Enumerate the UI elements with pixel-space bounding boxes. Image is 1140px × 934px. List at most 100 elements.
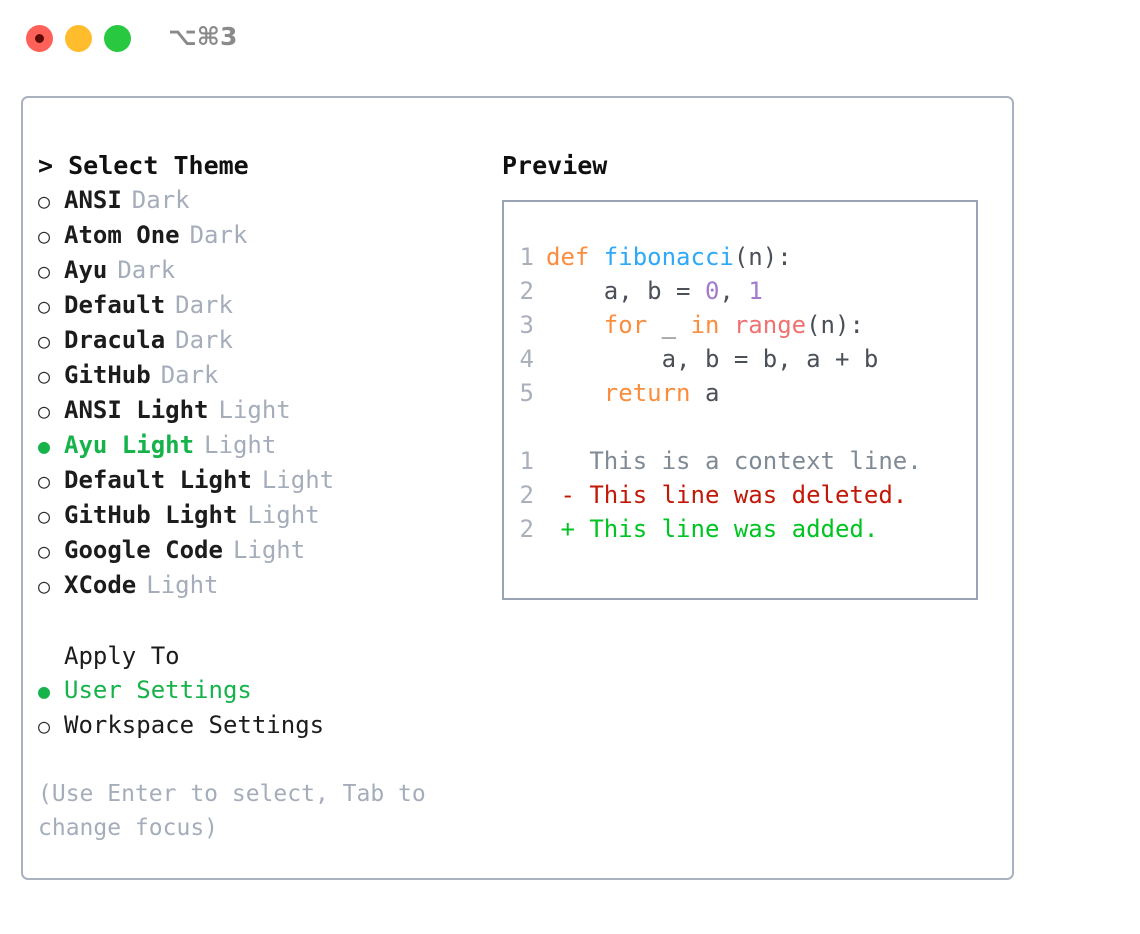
token-kw: for (546, 311, 662, 339)
radio-unselected-icon: ○ (38, 574, 51, 598)
apply-option-user-settings[interactable]: ●User Settings (38, 673, 488, 708)
token-fn: fibonacci (603, 243, 734, 271)
token-call: range (733, 311, 807, 339)
line-number: 3 (519, 311, 534, 339)
token-plain: (n): (733, 243, 792, 271)
theme-option-name: Default (64, 291, 166, 319)
apply-to-section: Apply To ●User Settings ○ Workspace Settin… (38, 639, 488, 743)
minimize-button[interactable] (65, 25, 92, 52)
radio-unselected-icon: ○ (38, 364, 51, 388)
token-kw: in (690, 311, 734, 339)
radio-unselected-icon: ○ (38, 469, 51, 493)
token-num: 0 (704, 277, 720, 305)
code-line: 5 return a (504, 376, 976, 410)
code-text: def fibonacci(n): (546, 240, 792, 274)
code-text: + This line was added. (546, 512, 878, 546)
token-plain: _ (661, 311, 691, 339)
line-number: 2 (519, 481, 534, 509)
apply-to-list[interactable]: ●User Settings ○ Workspace Settings (38, 673, 488, 743)
apply-option-label: Workspace Settings (64, 711, 325, 739)
token-plain: a, b = (546, 277, 705, 305)
radio-unselected-icon: ○ (38, 714, 51, 738)
close-button[interactable] (26, 25, 53, 52)
theme-option-name: Atom One (64, 221, 180, 249)
theme-option-atom-one[interactable]: ○ Atom One Dark (38, 218, 488, 253)
code-text: a, b = b, a + b (546, 342, 879, 376)
diff-line: 2 + This line was added. (504, 512, 976, 546)
apply-option-workspace-settings[interactable]: ○ Workspace Settings (38, 708, 488, 743)
code-text: return a (546, 376, 720, 410)
theme-option-kind: Light (261, 466, 335, 494)
code-text: - This line was deleted. (546, 478, 907, 512)
theme-option-default-light[interactable]: ○ Default Light Light (38, 463, 488, 498)
theme-option-name: GitHub Light (64, 501, 238, 529)
maximize-button[interactable] (104, 25, 131, 52)
theme-option-kind: Light (247, 501, 320, 529)
code-line: 1 def fibonacci(n): (504, 240, 976, 274)
token-add: + This line was added. (546, 515, 879, 543)
theme-option-kind: Dark (160, 361, 219, 389)
radio-unselected-icon: ○ (38, 539, 51, 563)
theme-option-kind: Light (218, 396, 291, 424)
theme-option-kind: Dark (189, 221, 248, 249)
theme-option-github[interactable]: ○ GitHub Dark (38, 358, 488, 393)
token-plain: (n): (806, 311, 864, 339)
theme-option-xcode[interactable]: ○ XCode Light (38, 568, 488, 603)
line-number: 1 (519, 243, 534, 271)
keyboard-shortcut-label: ⌥⌘3 (168, 22, 238, 51)
token-kw: return (546, 379, 705, 407)
title-bar: ⌥⌘3 (0, 0, 1140, 78)
radio-unselected-icon: ○ (38, 329, 51, 353)
theme-option-name: ANSI Light (64, 396, 209, 424)
theme-option-default[interactable]: ○ Default Dark (38, 288, 488, 323)
theme-option-name: Ayu Light (64, 431, 195, 459)
theme-option-name: XCode (64, 571, 137, 599)
token-kw: def (546, 243, 604, 271)
theme-option-name: Default Light (64, 466, 252, 494)
radio-unselected-icon: ○ (38, 259, 51, 283)
theme-option-kind: Dark (131, 186, 190, 214)
theme-option-name: GitHub (64, 361, 151, 389)
token-plain: a, b = b, a + b (546, 345, 879, 373)
code-text: a, b = 0, 1 (546, 274, 763, 308)
theme-option-kind: Light (146, 571, 219, 599)
apply-to-title: Apply To (64, 642, 180, 670)
theme-option-kind: Dark (175, 291, 233, 319)
keyboard-hint-text: (Use Enter to select, Tab to change focu… (38, 781, 440, 841)
token-ctx: This is a context line. (546, 447, 922, 475)
theme-option-github-light[interactable]: ○ GitHub Light Light (38, 498, 488, 533)
radio-unselected-icon: ○ (38, 224, 51, 248)
line-number: 2 (519, 277, 534, 305)
theme-option-name: Google Code (64, 536, 223, 564)
select-theme-header: > Select Theme (38, 151, 249, 180)
line-number: 4 (519, 345, 534, 373)
theme-option-kind: Light (204, 431, 277, 459)
preview-header: Preview (502, 151, 608, 180)
token-num: 1 (748, 277, 763, 305)
radio-unselected-icon: ○ (38, 294, 51, 318)
line-number: 5 (519, 379, 534, 407)
line-number: 1 (519, 447, 534, 475)
code-line: 4 a, b = b, a + b (504, 342, 976, 376)
radio-unselected-icon: ○ (38, 504, 51, 528)
code-line: 3 for _ in range(n): (504, 308, 976, 342)
code-text: for _ in range(n): (546, 308, 864, 342)
theme-option-kind: Dark (175, 326, 233, 354)
line-number: 2 (519, 515, 534, 543)
token-plain: a (704, 379, 720, 407)
theme-option-kind: Dark (117, 256, 176, 284)
